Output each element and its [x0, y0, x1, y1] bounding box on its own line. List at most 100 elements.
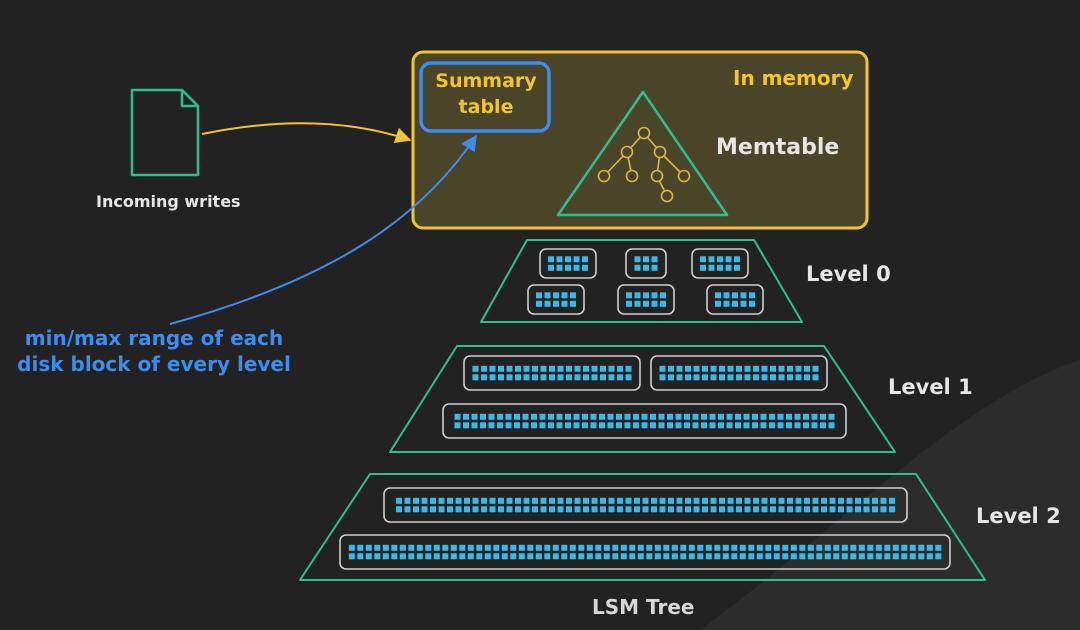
block-cell — [481, 365, 487, 372]
block-cell — [416, 544, 423, 551]
block-cell — [807, 544, 814, 551]
block-cell — [408, 553, 415, 560]
block-cell — [736, 497, 742, 504]
block-cell — [935, 544, 942, 551]
block-cell — [617, 497, 623, 504]
block-cell — [660, 292, 666, 299]
block-cell — [583, 497, 589, 504]
block-cell — [408, 544, 415, 551]
block-cell — [727, 506, 734, 513]
block-cell — [752, 422, 758, 429]
block-cell — [518, 544, 525, 551]
block-cell — [544, 300, 551, 307]
block-cell — [591, 497, 598, 504]
level-2-label: Level 2 — [976, 504, 1061, 528]
block-cell — [867, 544, 874, 551]
block-cell — [634, 264, 641, 271]
block-cell — [625, 506, 632, 513]
block-cell — [497, 413, 503, 420]
block-cell — [889, 506, 895, 513]
block-cell — [583, 506, 589, 513]
block-cell — [573, 413, 580, 420]
block-cell — [463, 422, 469, 429]
block-cell — [399, 553, 406, 560]
block-cell — [735, 422, 741, 429]
block-cell — [778, 374, 785, 381]
block-cell — [668, 374, 674, 381]
block-cell — [816, 553, 823, 560]
block-cell — [518, 553, 525, 560]
block-cell — [872, 497, 878, 504]
block-cell — [702, 365, 708, 372]
block-cell — [676, 506, 683, 513]
block-cell — [777, 413, 784, 420]
block-cell — [447, 506, 453, 513]
block-cell — [488, 422, 495, 429]
block-cell — [688, 544, 695, 551]
block-cell — [833, 544, 840, 551]
block-cell — [586, 553, 593, 560]
block-cell — [404, 497, 411, 504]
block-cell — [787, 506, 793, 513]
summary-table-label: Summary table — [424, 68, 548, 120]
block-cell — [540, 497, 547, 504]
block-cell — [846, 497, 853, 504]
block-cell — [506, 497, 513, 504]
summary-table-line-1: Summary — [435, 70, 537, 92]
block-cell — [626, 300, 632, 307]
level-2-trapezoid — [299, 473, 986, 581]
block-cell — [693, 506, 700, 513]
block-cell — [702, 497, 708, 504]
block-cell — [514, 413, 520, 420]
block-cell — [523, 497, 530, 504]
block-cell — [765, 553, 772, 560]
block-cell — [438, 506, 445, 513]
block-cell — [557, 506, 564, 513]
block-cell — [637, 544, 644, 551]
block-cell — [680, 553, 687, 560]
block-cell — [667, 422, 673, 429]
block-cell — [396, 506, 402, 513]
block-cell — [531, 422, 537, 429]
block-cell — [863, 497, 870, 504]
block-cell — [744, 506, 751, 513]
block-cell — [799, 553, 806, 560]
block-cell — [812, 374, 819, 381]
block-cell — [608, 365, 615, 372]
block-cell — [697, 544, 704, 551]
block-cell — [770, 374, 776, 381]
block-cell — [590, 422, 597, 429]
block-cell — [752, 413, 758, 420]
block-cell — [425, 553, 432, 560]
block-cell — [421, 506, 428, 513]
block-cell — [591, 506, 598, 513]
block-cell — [608, 497, 615, 504]
block-cell — [557, 365, 564, 372]
background-curve — [700, 360, 1080, 630]
block-cell — [824, 544, 831, 551]
min-max-range-note: min/max range of each disk block of ever… — [14, 325, 294, 377]
block-cell — [566, 365, 572, 372]
block-cell — [416, 553, 423, 560]
block-cell — [760, 413, 767, 420]
block-cell — [574, 506, 581, 513]
level-0-block — [691, 248, 749, 279]
block-cell — [651, 506, 657, 513]
block-cell — [607, 422, 614, 429]
incoming-writes-arrow — [201, 122, 412, 144]
block-cell — [753, 506, 759, 513]
block-cell — [700, 264, 706, 271]
block-cell — [536, 300, 542, 307]
block-cell — [732, 300, 738, 307]
block-cell — [671, 544, 678, 551]
block-cell — [506, 374, 513, 381]
block-cell — [753, 497, 759, 504]
block-cell — [505, 413, 512, 420]
block-cell — [807, 553, 814, 560]
block-cell — [732, 292, 738, 299]
block-cell — [858, 544, 865, 551]
block-cell — [561, 553, 568, 560]
block-cell — [875, 553, 882, 560]
block-cell — [493, 553, 500, 560]
block-cell — [739, 544, 746, 551]
